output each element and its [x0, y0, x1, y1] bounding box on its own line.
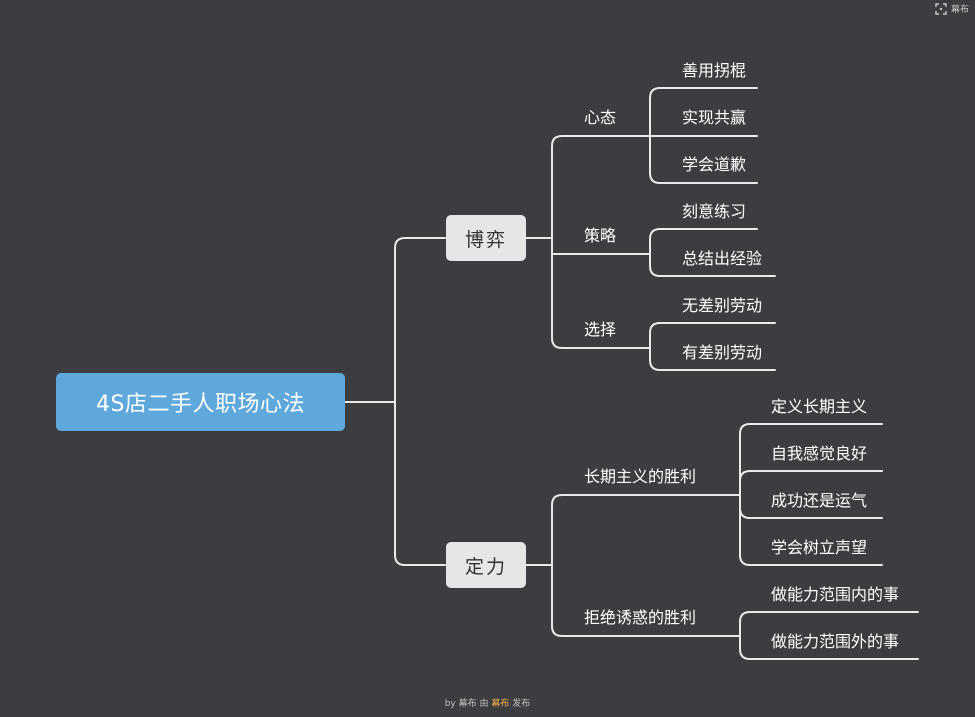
footer-brand[interactable]: 幕布 — [491, 699, 510, 709]
footer-by: by — [444, 699, 456, 709]
connector-xuanze-leaf-2 — [649, 347, 776, 371]
subtopic-xuanze[interactable]: 选择 — [584, 320, 617, 339]
leaf-changqi-1[interactable]: 定义长期主义 — [771, 397, 868, 416]
leaf-jujue-1[interactable]: 做能力范围内的事 — [771, 585, 900, 604]
footer-credit: by 幕布 由 幕布 发布 — [0, 696, 975, 709]
publish-label: 幕布 — [950, 5, 969, 15]
main-topic-boyi[interactable]: 博弈 — [446, 215, 526, 261]
leaf-celue-1[interactable]: 刻意练习 — [682, 202, 747, 221]
connector-xuanze-leaf-1 — [649, 322, 776, 349]
leaf-jujue-2[interactable]: 做能力范围外的事 — [771, 632, 900, 651]
connector-changqi-leaf-4 — [739, 494, 883, 566]
connector-xintai-leaf-1 — [649, 87, 758, 137]
connector-root-dingli — [394, 401, 446, 566]
connector-jujue-leaf-1 — [739, 611, 919, 637]
leaf-xintai-2[interactable]: 实现共赢 — [682, 108, 747, 127]
footer-publish: 发布 — [512, 699, 531, 709]
connector-dingli-changqi — [551, 494, 741, 566]
leaf-xintai-1[interactable]: 善用拐棍 — [682, 61, 747, 80]
footer-tool: 幕布 — [458, 699, 477, 709]
connector-changqi-leaf-1 — [739, 423, 883, 496]
leaf-changqi-4[interactable]: 学会树立声望 — [771, 538, 868, 557]
connector-boyi-xuanze — [551, 253, 651, 349]
leaf-xuanze-2[interactable]: 有差别劳动 — [682, 343, 763, 362]
connector-dingli-jujue — [551, 564, 741, 637]
subtopic-xintai[interactable]: 心态 — [584, 108, 617, 127]
connector-root-boyi — [344, 237, 446, 403]
leaf-xuanze-1[interactable]: 无差别劳动 — [682, 296, 763, 315]
connector-boyi-xintai — [551, 135, 651, 239]
publish-button[interactable]: 幕布 — [935, 2, 969, 15]
leaf-changqi-2[interactable]: 自我感觉良好 — [771, 444, 868, 463]
connector-celue-leaf-1 — [649, 228, 758, 255]
leaf-celue-2[interactable]: 总结出经验 — [682, 249, 763, 268]
fullscreen-icon — [935, 2, 947, 15]
connector-celue-leaf-2 — [649, 253, 776, 277]
connector-jujue-leaf-2 — [739, 635, 919, 660]
main-topic-dingli[interactable]: 定力 — [446, 542, 526, 588]
leaf-changqi-3[interactable]: 成功还是运气 — [771, 491, 868, 510]
connector-xintai-leaf-3 — [649, 135, 758, 184]
connector-changqi-leaf-2 — [739, 470, 883, 496]
root-topic[interactable]: 4S店二手人职场心法 — [56, 373, 345, 431]
subtopic-celue[interactable]: 策略 — [584, 226, 617, 245]
subtopic-changqi[interactable]: 长期主义的胜利 — [584, 467, 697, 486]
subtopic-jujue[interactable]: 拒绝诱惑的胜利 — [584, 608, 697, 627]
footer-mid: 由 — [479, 699, 489, 709]
leaf-xintai-3[interactable]: 学会道歉 — [682, 155, 747, 174]
